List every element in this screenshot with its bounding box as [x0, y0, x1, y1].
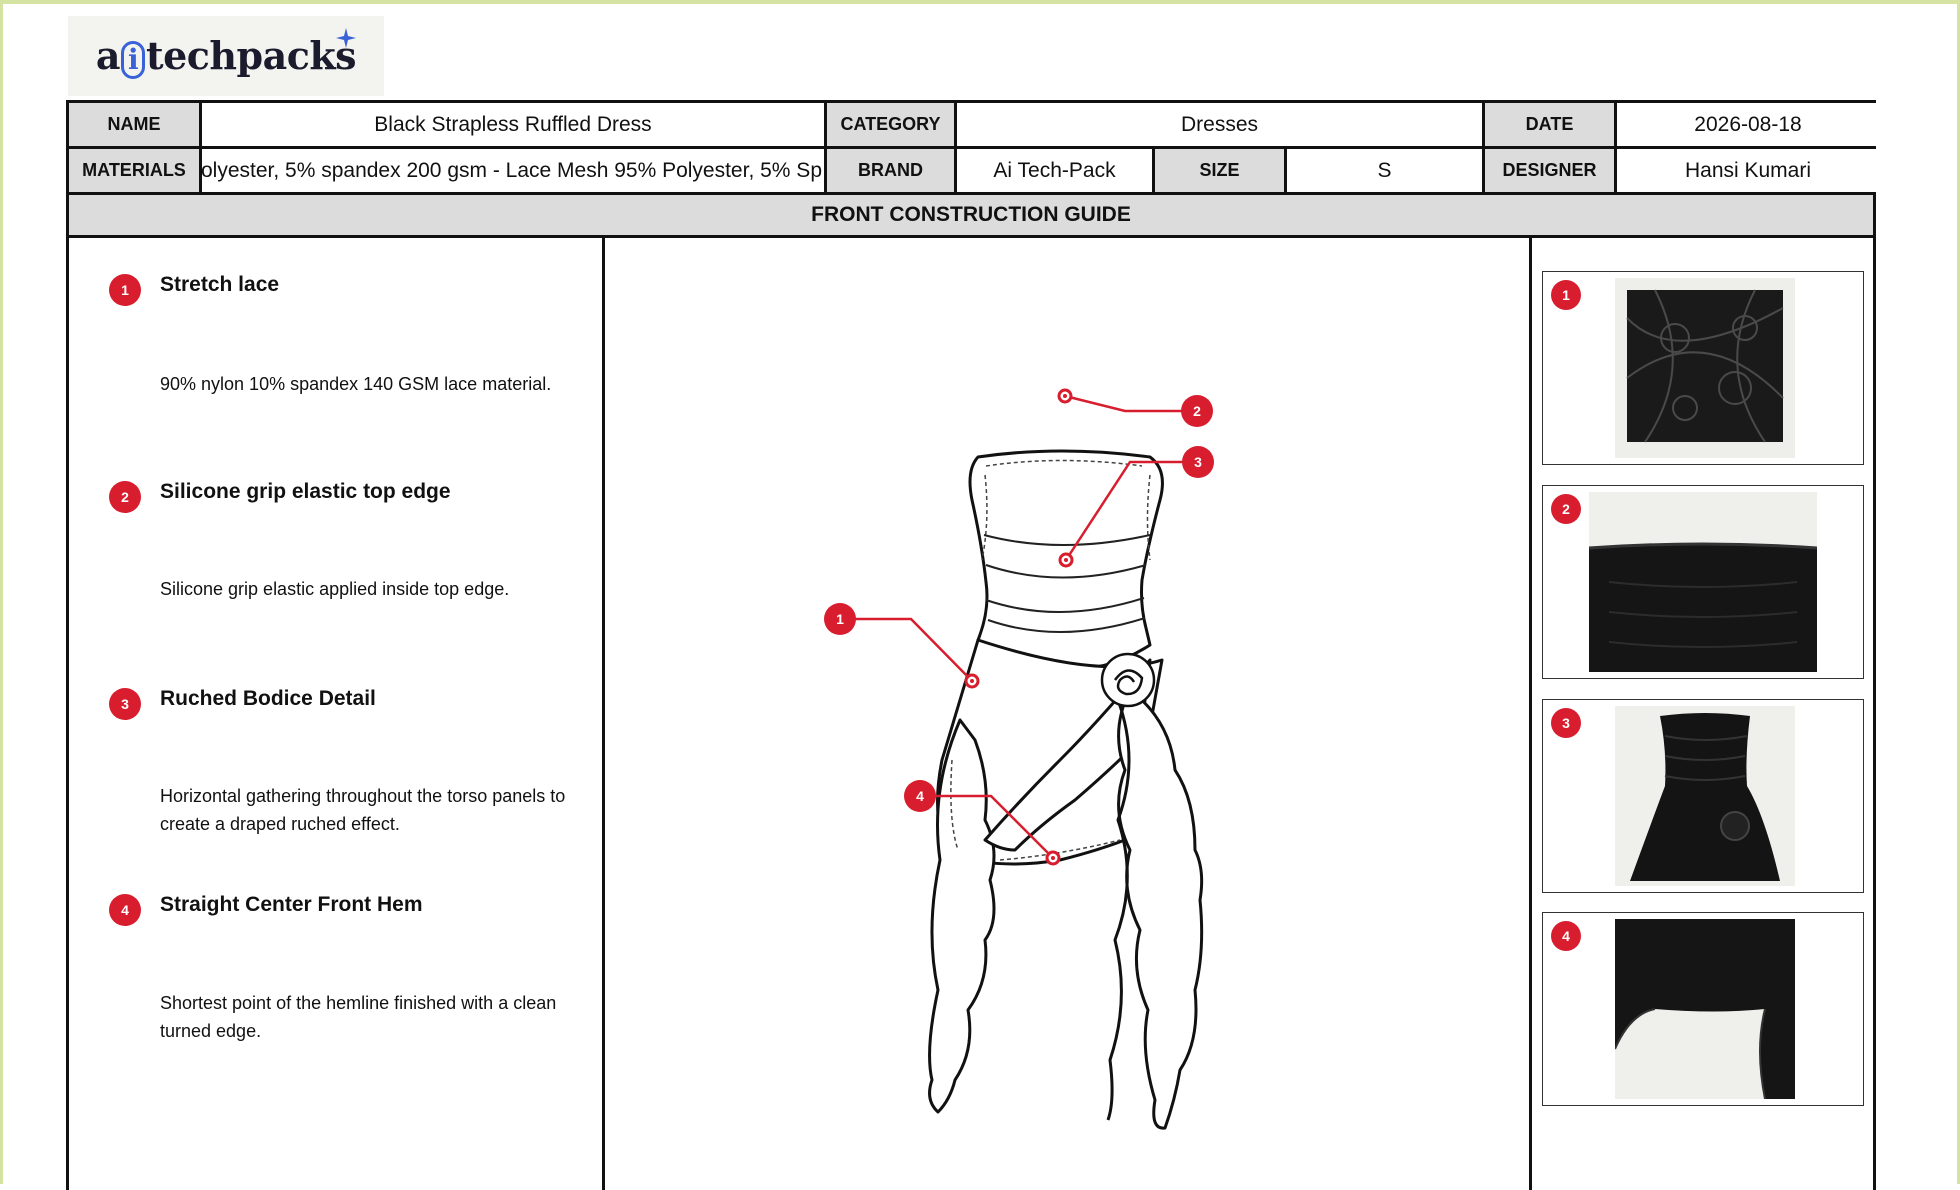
item-title: Silicone grip elastic top edge — [160, 480, 451, 503]
swatch-number-badge: 4 — [1551, 921, 1581, 951]
item-description: Shortest point of the hemline finished w… — [160, 993, 557, 1041]
sparkle-icon — [336, 28, 356, 48]
date-value: 2026-08-18 — [1617, 103, 1879, 146]
materials-label: MATERIALS — [69, 149, 202, 192]
column-divider — [1529, 238, 1532, 1190]
lace-fabric-photo — [1615, 278, 1795, 458]
swatch-number-badge: 1 — [1551, 280, 1581, 310]
header-row-1: NAME Black Strapless Ruffled Dress CATEG… — [69, 103, 1879, 149]
ruched-bodice-photo — [1615, 706, 1795, 886]
category-label: CATEGORY — [827, 103, 957, 146]
header-row-2: MATERIALS olyester, 5% spandex 200 gsm -… — [69, 149, 1879, 195]
item-title: Straight Center Front Hem — [160, 893, 423, 916]
designer-label: DESIGNER — [1485, 149, 1617, 192]
size-value: S — [1287, 149, 1485, 192]
elastic-top-edge-photo — [1589, 492, 1817, 672]
column-divider — [602, 238, 605, 1190]
hem-detail-photo — [1615, 919, 1795, 1099]
callout-badge: 4 — [904, 780, 936, 812]
name-value: Black Strapless Ruffled Dress — [202, 103, 827, 146]
item-description: Horizontal gathering throughout the tors… — [160, 786, 566, 834]
item-number-badge: 2 — [109, 481, 141, 513]
tech-pack-sheet: NAME Black Strapless Ruffled Dress CATEG… — [66, 100, 1879, 1190]
callout-badge: 1 — [824, 603, 856, 635]
section-title: FRONT CONSTRUCTION GUIDE — [69, 195, 1873, 238]
dress-technical-sketch — [841, 388, 1204, 1130]
name-label: NAME — [69, 103, 202, 146]
brand-label: BRAND — [827, 149, 957, 192]
swatch-number-badge: 2 — [1551, 494, 1581, 524]
date-label: DATE — [1485, 103, 1617, 146]
item-description: 90% nylon 10% spandex 140 GSM lace mater… — [160, 374, 552, 394]
callout-badge: 2 — [1181, 395, 1213, 427]
callout-badge: 3 — [1182, 446, 1214, 478]
size-label: SIZE — [1155, 149, 1287, 192]
brand-value: Ai Tech-Pack — [957, 149, 1155, 192]
swatch-card: 1 — [1542, 271, 1864, 465]
item-number-badge: 1 — [109, 274, 141, 306]
item-number-badge: 3 — [109, 688, 141, 720]
item-title: Stretch lace — [160, 273, 280, 296]
item-title: Ruched Bodice Detail — [160, 687, 376, 710]
swatch-number-badge: 3 — [1551, 708, 1581, 738]
designer-value: Hansi Kumari — [1617, 149, 1879, 192]
swatch-card: 3 — [1542, 699, 1864, 893]
swatch-card: 2 — [1542, 485, 1864, 679]
item-description: Silicone grip elastic applied inside top… — [160, 579, 510, 599]
item-number-badge: 4 — [109, 894, 141, 926]
materials-value: olyester, 5% spandex 200 gsm - Lace Mesh… — [202, 149, 827, 192]
swatch-card: 4 — [1542, 912, 1864, 1106]
category-value: Dresses — [957, 103, 1485, 146]
